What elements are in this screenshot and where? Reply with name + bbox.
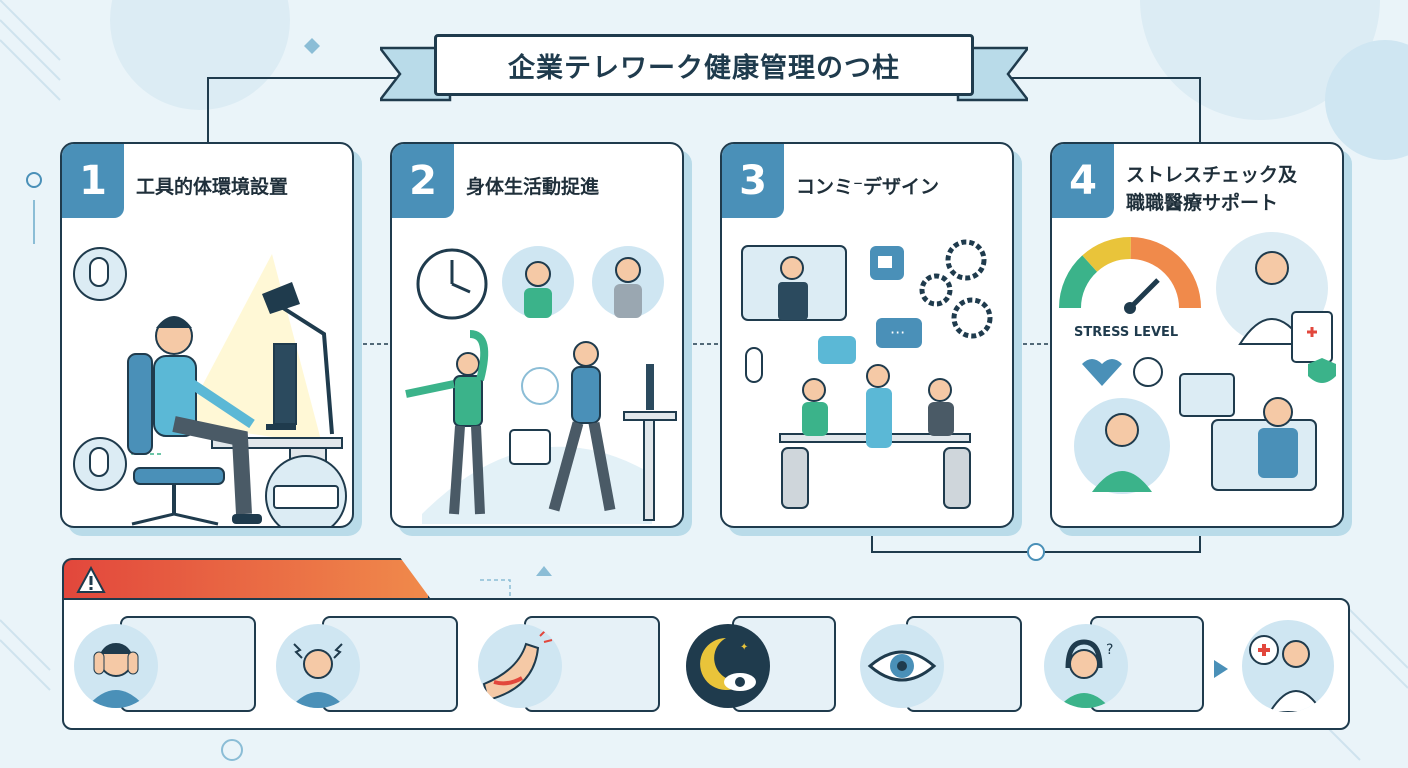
risk-item bbox=[74, 614, 256, 714]
arm-pain-icon bbox=[478, 624, 562, 708]
doctor-icon bbox=[1242, 620, 1334, 712]
play-arrow-icon bbox=[1214, 660, 1228, 678]
warning-icon bbox=[76, 566, 106, 593]
pillar-card-4: 4 ストレスチェック及 職職醫療サポート STRESS LEVEL bbox=[1050, 142, 1344, 528]
svg-text:···: ··· bbox=[890, 323, 905, 342]
stress-check-illustration: STRESS LEVEL bbox=[1059, 232, 1336, 494]
communication-illustration: ··· bbox=[741, 239, 993, 509]
headache-icon bbox=[276, 624, 360, 708]
pillar-title: コンミ⁻デザイン bbox=[796, 176, 940, 198]
risk-item bbox=[860, 614, 1022, 714]
pillar-number: 2 bbox=[392, 144, 454, 218]
pillar-title: 身体生活動捉進 bbox=[466, 176, 600, 198]
pillar-title: 工具的体環境設置 bbox=[136, 176, 289, 198]
pillar-card-2: 2 身体生活動捉進 bbox=[390, 142, 684, 528]
pillar-title: ストレスチェック及 職職醫療サポート bbox=[1126, 164, 1298, 214]
risk-item bbox=[478, 614, 660, 714]
pillar-card-1: 1 工具的体環境設置 bbox=[60, 142, 354, 528]
eye-strain-icon bbox=[860, 624, 944, 708]
page-title: 企業テレワーク健康管理のつ柱 bbox=[434, 34, 974, 96]
pillar-number: 3 bbox=[722, 144, 784, 218]
confused-woman-icon: ? bbox=[1044, 624, 1128, 708]
risk-item: ? bbox=[1044, 614, 1204, 714]
head-in-hands-icon bbox=[74, 624, 158, 708]
ergonomic-workstation-illustration bbox=[73, 247, 347, 526]
health-risk-panel: ✦ ? bbox=[62, 598, 1350, 730]
svg-text:?: ? bbox=[1106, 642, 1113, 658]
risk-item bbox=[276, 614, 458, 714]
pillar-number: 4 bbox=[1052, 144, 1114, 218]
pillar-number: 1 bbox=[62, 144, 124, 218]
night-eye-icon: ✦ bbox=[686, 624, 770, 708]
risk-item bbox=[1242, 614, 1338, 714]
pillar-card-3: 3 コンミ⁻デザイン ··· bbox=[720, 142, 1014, 528]
svg-text:✦: ✦ bbox=[740, 642, 748, 653]
risk-item: ✦ bbox=[686, 614, 836, 714]
warning-header-tab bbox=[62, 558, 430, 598]
physical-activity-illustration bbox=[405, 246, 677, 524]
stress-level-label: STRESS LEVEL bbox=[1074, 325, 1178, 340]
